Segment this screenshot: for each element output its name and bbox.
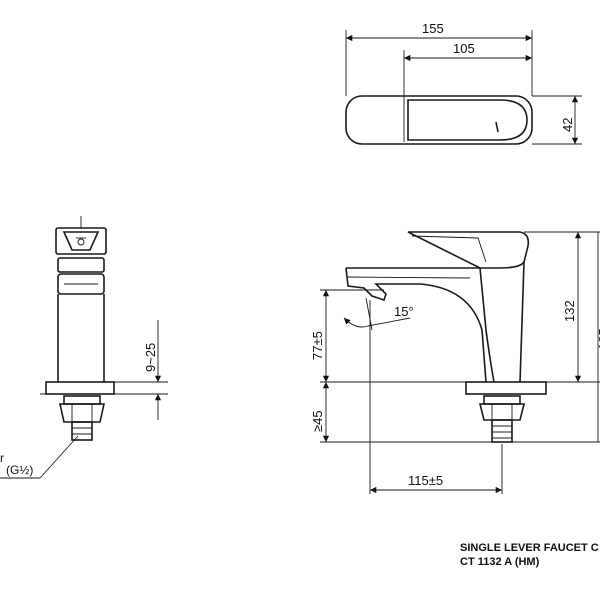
title-line-2: CT 1132 A (HM) — [460, 556, 540, 568]
dim-45-label: ≥45 — [310, 410, 325, 432]
thread-label: (G½) — [6, 463, 33, 477]
dim-105-label: 105 — [453, 41, 475, 56]
dim-15deg-label: 15° — [394, 304, 414, 319]
dim-115-label: 115±5 — [408, 473, 443, 488]
title-block: SINGLE LEVER FAUCET C CT 1132 A (HM) — [460, 542, 599, 568]
side-view: 9~25 r (G½) — [0, 216, 168, 479]
dim-77-label: 77±5 — [310, 331, 325, 360]
title-line-1: SINGLE LEVER FAUCET C — [460, 542, 599, 554]
dim-155-label: 155 — [422, 21, 444, 36]
dim-42-label: 42 — [560, 118, 575, 132]
dim-9-25-label: 9~25 — [143, 343, 158, 372]
svg-text:r: r — [0, 451, 4, 465]
front-view: 77±5 ≥45 132 185 115±5 15° — [310, 231, 600, 494]
top-view: 155 105 42 — [345, 21, 582, 145]
top-view-body — [345, 95, 533, 145]
dim-132-label: 132 — [562, 300, 577, 322]
dim-185-label: 185 — [596, 328, 600, 350]
